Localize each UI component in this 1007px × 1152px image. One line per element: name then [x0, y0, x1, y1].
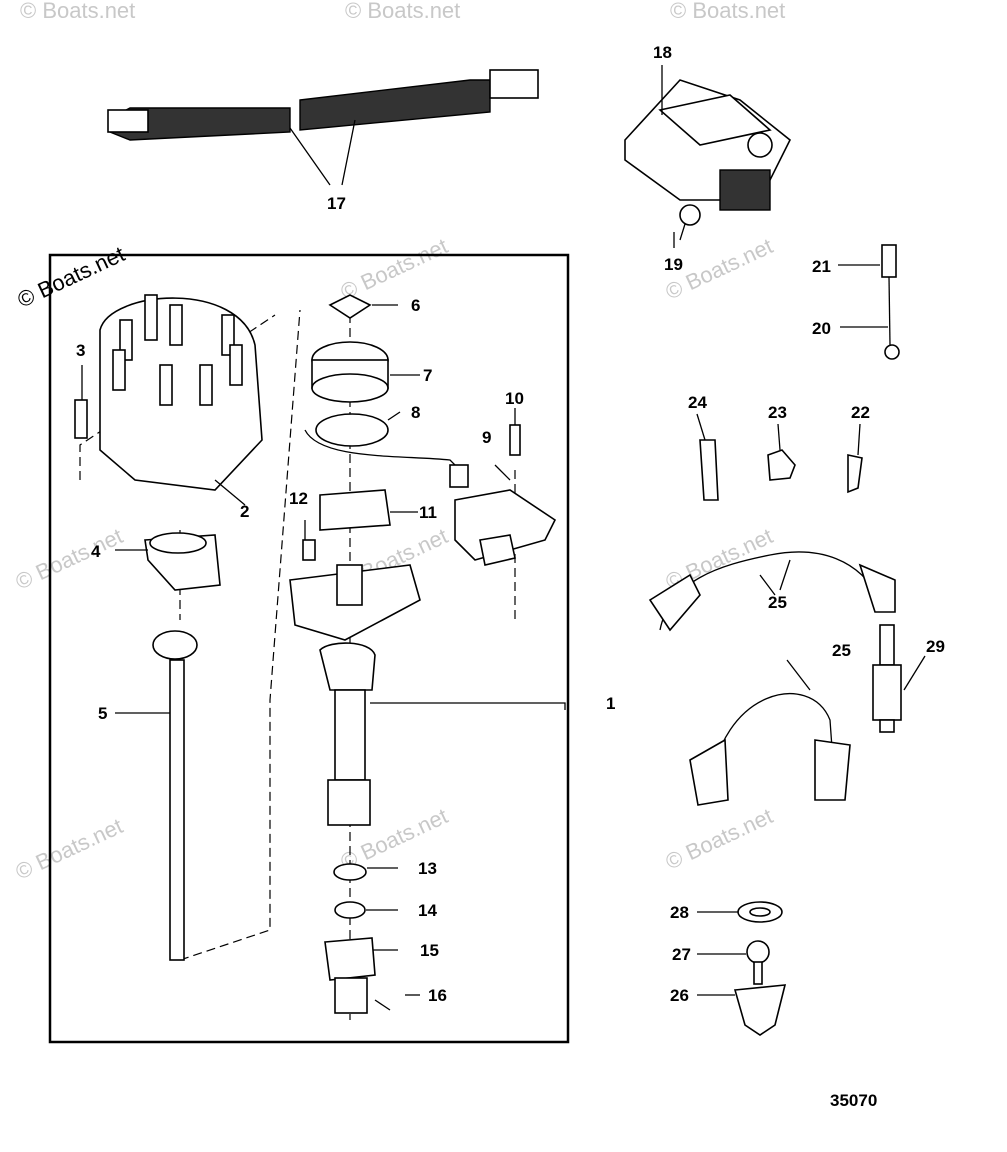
callout-22: 22: [851, 403, 870, 422]
callout-18: 18: [653, 43, 672, 62]
callout-3: 3: [76, 341, 85, 360]
callout-6: 6: [411, 296, 420, 315]
callout-25-upper: 25: [768, 593, 787, 612]
distributor-shaft: [115, 630, 198, 961]
callout-29: 29: [926, 637, 945, 656]
callout-25-lower: 25: [832, 641, 851, 660]
callout-13: 13: [418, 859, 437, 878]
coil-screw: [673, 204, 701, 248]
callout-21: 21: [812, 257, 831, 276]
callout-10: 10: [505, 389, 524, 408]
callout-14: 14: [418, 901, 437, 920]
callout-19: 19: [664, 255, 683, 274]
callout-2: 2: [240, 502, 249, 521]
callout-12: 12: [289, 489, 308, 508]
center-stack: [289, 294, 469, 641]
callout-4: 4: [91, 542, 101, 561]
callout-5: 5: [98, 704, 107, 723]
distributor-cap: [99, 294, 263, 506]
watermark: © Boats.net: [20, 0, 135, 23]
spark-plug-wire-lower: [689, 659, 851, 806]
watermark: © Boats.net: [670, 0, 785, 23]
callout-7: 7: [423, 366, 432, 385]
ground-wire: [838, 244, 900, 360]
watermark-copyright: © Boats.net: [14, 241, 129, 312]
callout-24: 24: [688, 393, 707, 412]
ignition-module: [454, 408, 557, 566]
callout-15: 15: [420, 941, 439, 960]
spark-plug: [872, 624, 926, 733]
distributor-assembly-box: [48, 253, 570, 1044]
cap-screw: [74, 365, 88, 439]
lower-gears: [324, 863, 420, 1014]
watermark: © Boats.net: [12, 813, 127, 884]
callout-28: 28: [670, 903, 689, 922]
watermark: © Boats.net: [337, 233, 452, 304]
small-clips: [696, 413, 863, 501]
callout-26: 26: [670, 986, 689, 1005]
watermark: © Boats.net: [345, 0, 460, 23]
callout-27: 27: [672, 945, 691, 964]
callout-9: 9: [482, 428, 491, 447]
housing: [319, 642, 566, 826]
callout-17: 17: [327, 194, 346, 213]
callout-16: 16: [428, 986, 447, 1005]
spark-plug-wire-upper: [648, 551, 896, 632]
callout-23: 23: [768, 403, 787, 422]
watermark: © Boats.net: [662, 803, 777, 874]
bracket-hardware: [697, 901, 787, 1036]
diagram-reference-number: 35070: [830, 1091, 877, 1110]
callout-1: 1: [606, 694, 615, 713]
callout-11: 11: [419, 503, 437, 522]
rotor: [115, 532, 221, 591]
callout-8: 8: [411, 403, 420, 422]
watermark: © Boats.net: [12, 523, 127, 594]
ignition-coil: [624, 65, 792, 211]
wire-harness-sleeve: [107, 69, 539, 186]
callout-labels: 1 2 3 4 5 6 7 8 9 10 11 12 13 14 15 16 1…: [76, 43, 945, 1005]
callout-20: 20: [812, 319, 831, 338]
